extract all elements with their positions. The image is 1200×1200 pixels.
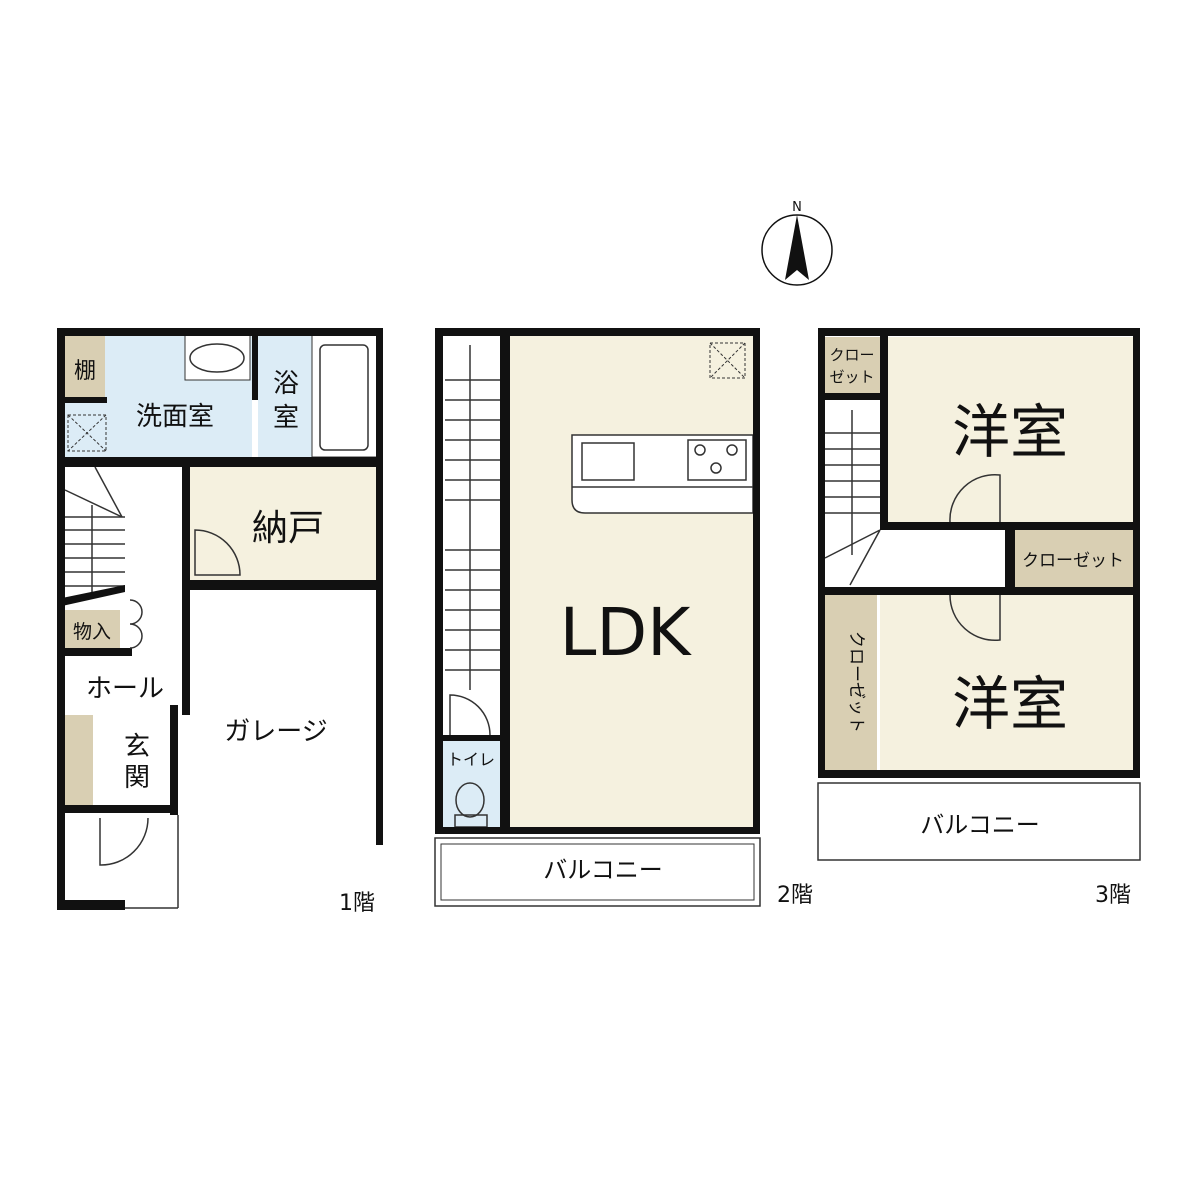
label-hall: ホール [86, 674, 164, 704]
western-room-2 [880, 595, 1133, 770]
storage-room [62, 610, 120, 650]
label-storeroom: 納戸 [252, 508, 324, 549]
staircase [445, 345, 500, 690]
compass-north-label: N [792, 200, 802, 215]
balcony-2f [434, 837, 761, 907]
kitchen-counter [571, 434, 754, 514]
toilet-door[interactable] [449, 694, 491, 736]
floor-3: クロー ゼット 洋室 クローゼット クローゼット 洋室 バルコニー 3階 [817, 328, 1141, 908]
shoe-storage [62, 715, 93, 805]
ldk-room [510, 335, 753, 827]
storeroom-room [190, 467, 378, 580]
staircase [824, 410, 881, 586]
closet-small-room [825, 337, 880, 394]
shelf-room [62, 335, 105, 397]
floor-3-label: 3階 [1095, 883, 1131, 908]
room-2-door[interactable] [949, 594, 1001, 642]
north-compass-icon: N [761, 200, 833, 286]
staircase [64, 466, 125, 598]
label-garage: ガレージ [224, 717, 327, 747]
entrance-door[interactable] [99, 817, 149, 866]
label-closet-vertical: クローゼット [846, 631, 866, 733]
floor-1: 棚 洗面室 浴 室 納戸 物入 ホール 玄 関 ガレージ 1階 [57, 328, 383, 916]
label-storage: 物入 [73, 621, 111, 643]
label-closet-wide: クローゼット [1022, 551, 1124, 571]
balcony-3f [817, 782, 1141, 861]
ventilation-icon [67, 414, 107, 452]
label-toilet: トイレ [447, 750, 495, 769]
kitchen-sink-icon [581, 442, 635, 481]
label-ldk: LDK [560, 594, 693, 671]
floor-1-label: 1階 [339, 891, 375, 916]
stove-icon [687, 439, 747, 481]
washbasin [184, 334, 251, 381]
label-shelf: 棚 [74, 359, 96, 384]
closet-vertical-room [825, 595, 877, 770]
western-room-1 [888, 337, 1133, 522]
floor-2-label: 2階 [777, 883, 813, 908]
label-bathroom-1: 浴 [273, 369, 299, 399]
label-closet-small-2: ゼット [829, 368, 874, 386]
label-bathroom-2: 室 [273, 403, 299, 433]
ventilation-icon [709, 342, 746, 379]
label-western-room-1: 洋室 [952, 398, 1068, 466]
bathroom-room [258, 335, 312, 457]
label-balcony-3f: バルコニー [920, 811, 1040, 839]
storage-door[interactable] [129, 599, 143, 649]
washbasin-bowl-icon [189, 343, 245, 373]
label-closet-small-1: クロー [829, 346, 874, 364]
toilet-icon [455, 782, 485, 818]
closet-wide-room [1015, 530, 1133, 587]
storeroom-door[interactable] [194, 529, 241, 576]
label-entrance-2: 関 [124, 763, 150, 793]
room-1-door[interactable] [949, 473, 1001, 523]
bathtub-icon [319, 344, 369, 451]
floor-2: LDK トイレ バルコニー 2階 [434, 328, 813, 908]
label-entrance-1: 玄 [124, 732, 150, 762]
label-washroom: 洗面室 [136, 402, 214, 432]
label-balcony-2f: バルコニー [543, 856, 663, 884]
label-western-room-2: 洋室 [952, 670, 1068, 738]
